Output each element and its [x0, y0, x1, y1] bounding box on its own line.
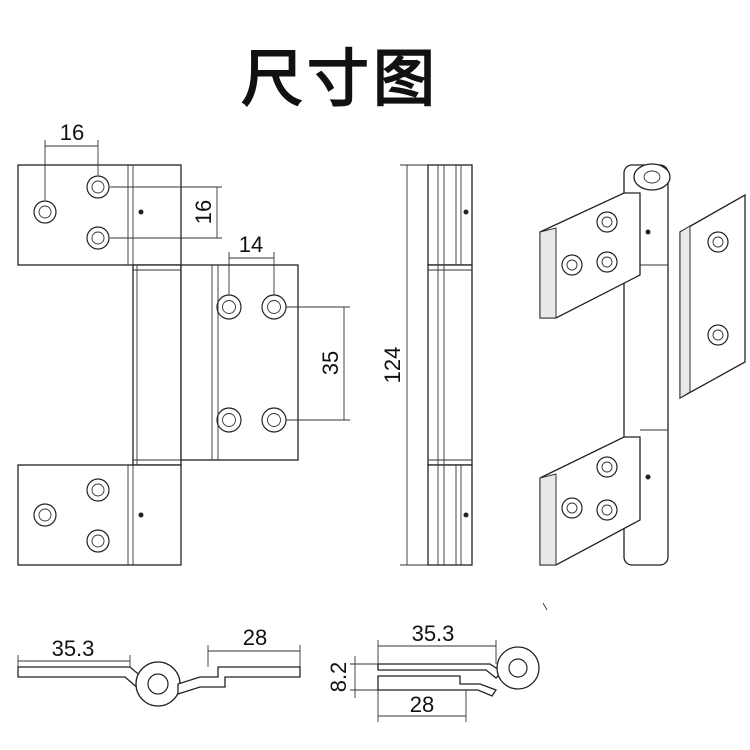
dim-label-16-h: 16	[60, 120, 84, 145]
dim-28-left: 28	[207, 625, 301, 667]
dim-35: 35	[286, 306, 350, 421]
dim-8-2: 8.2	[326, 656, 378, 698]
bottom-leaf-holes	[33, 478, 110, 553]
dim-16-horizontal: 16	[44, 120, 99, 200]
middle-leaf-plate	[180, 264, 299, 461]
dim-35-3-right: 35.3	[377, 621, 497, 664]
barrel	[132, 264, 182, 466]
dim-label-35: 35	[318, 351, 343, 375]
dim-label-8-2: 8.2	[326, 662, 351, 693]
dim-label-35-3-left: 35.3	[52, 636, 95, 661]
dim-label-28-left: 28	[243, 625, 267, 650]
dim-label-14: 14	[239, 232, 263, 257]
side-view: 124	[380, 164, 473, 566]
dim-124: 124	[380, 164, 428, 566]
dim-label-28-right: 28	[410, 692, 434, 717]
top-leaf-plate	[17, 164, 182, 266]
front-view: 16 16 14 35	[17, 120, 350, 566]
dim-label-124: 124	[380, 347, 405, 384]
dim-16-vertical: 16	[110, 186, 222, 239]
top-leaf-holes	[33, 175, 110, 250]
dim-label-35-3-right: 35.3	[412, 621, 455, 646]
profile-view-left: 35.3 28	[17, 625, 301, 707]
hinge-3d-view	[539, 163, 746, 611]
profile-view-right: 35.3 8.2 28	[326, 621, 540, 722]
dim-14: 14	[228, 232, 275, 295]
bottom-leaf-plate	[17, 464, 182, 566]
page-title: 尺寸图	[240, 42, 439, 115]
dim-35-3-left: 35.3	[17, 636, 131, 667]
dim-label-16-v: 16	[191, 200, 216, 224]
dim-28-right: 28	[377, 690, 467, 722]
